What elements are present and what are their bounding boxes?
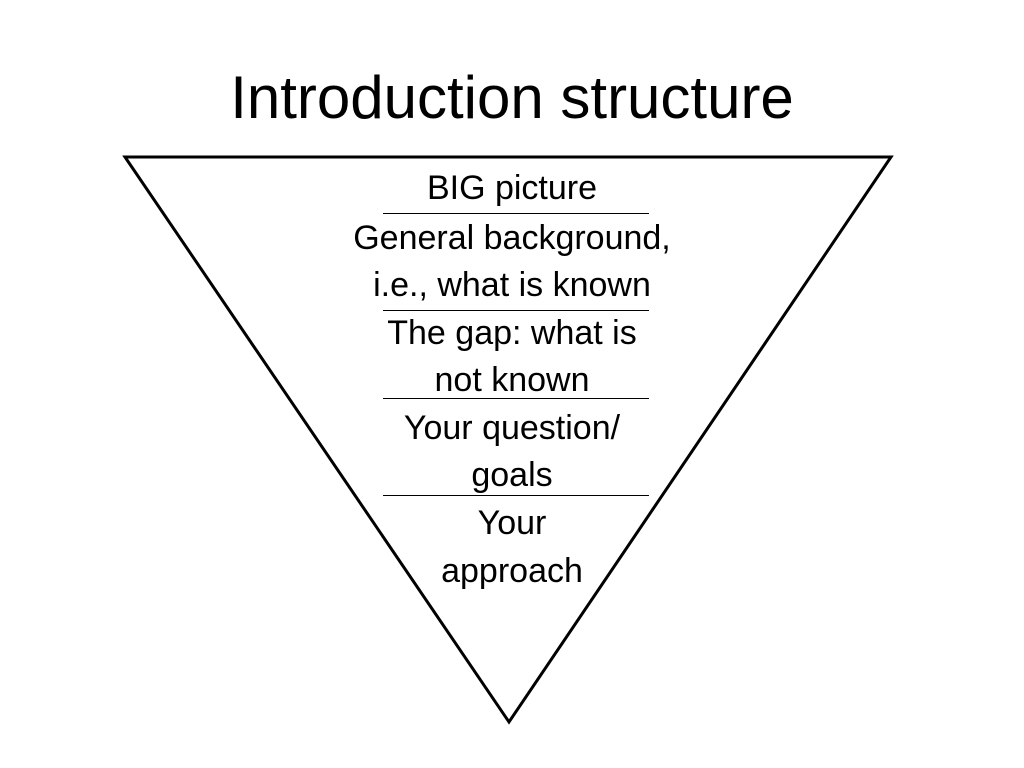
funnel-divider [383, 310, 649, 311]
funnel-outline [122, 155, 894, 725]
funnel-level-question-line2: goals [471, 456, 553, 494]
funnel-level-approach-line2: approach [441, 552, 583, 590]
funnel-level-background-line1: General background, [353, 219, 671, 257]
funnel-level-gap-line1: The gap: what is [387, 314, 637, 352]
funnel-level-big-picture: BIG picture [426, 169, 598, 207]
funnel-level-background-line2: i.e., what is known [373, 266, 651, 304]
funnel-level-approach-line1: Your [477, 504, 547, 542]
funnel-divider [383, 398, 649, 399]
funnel-divider [383, 213, 649, 214]
funnel-level-question-line1: Your question/ [403, 409, 621, 447]
funnel-level-gap-line2: not known [434, 361, 590, 399]
funnel-divider [383, 495, 649, 496]
slide-title: Introduction structure [230, 64, 794, 131]
